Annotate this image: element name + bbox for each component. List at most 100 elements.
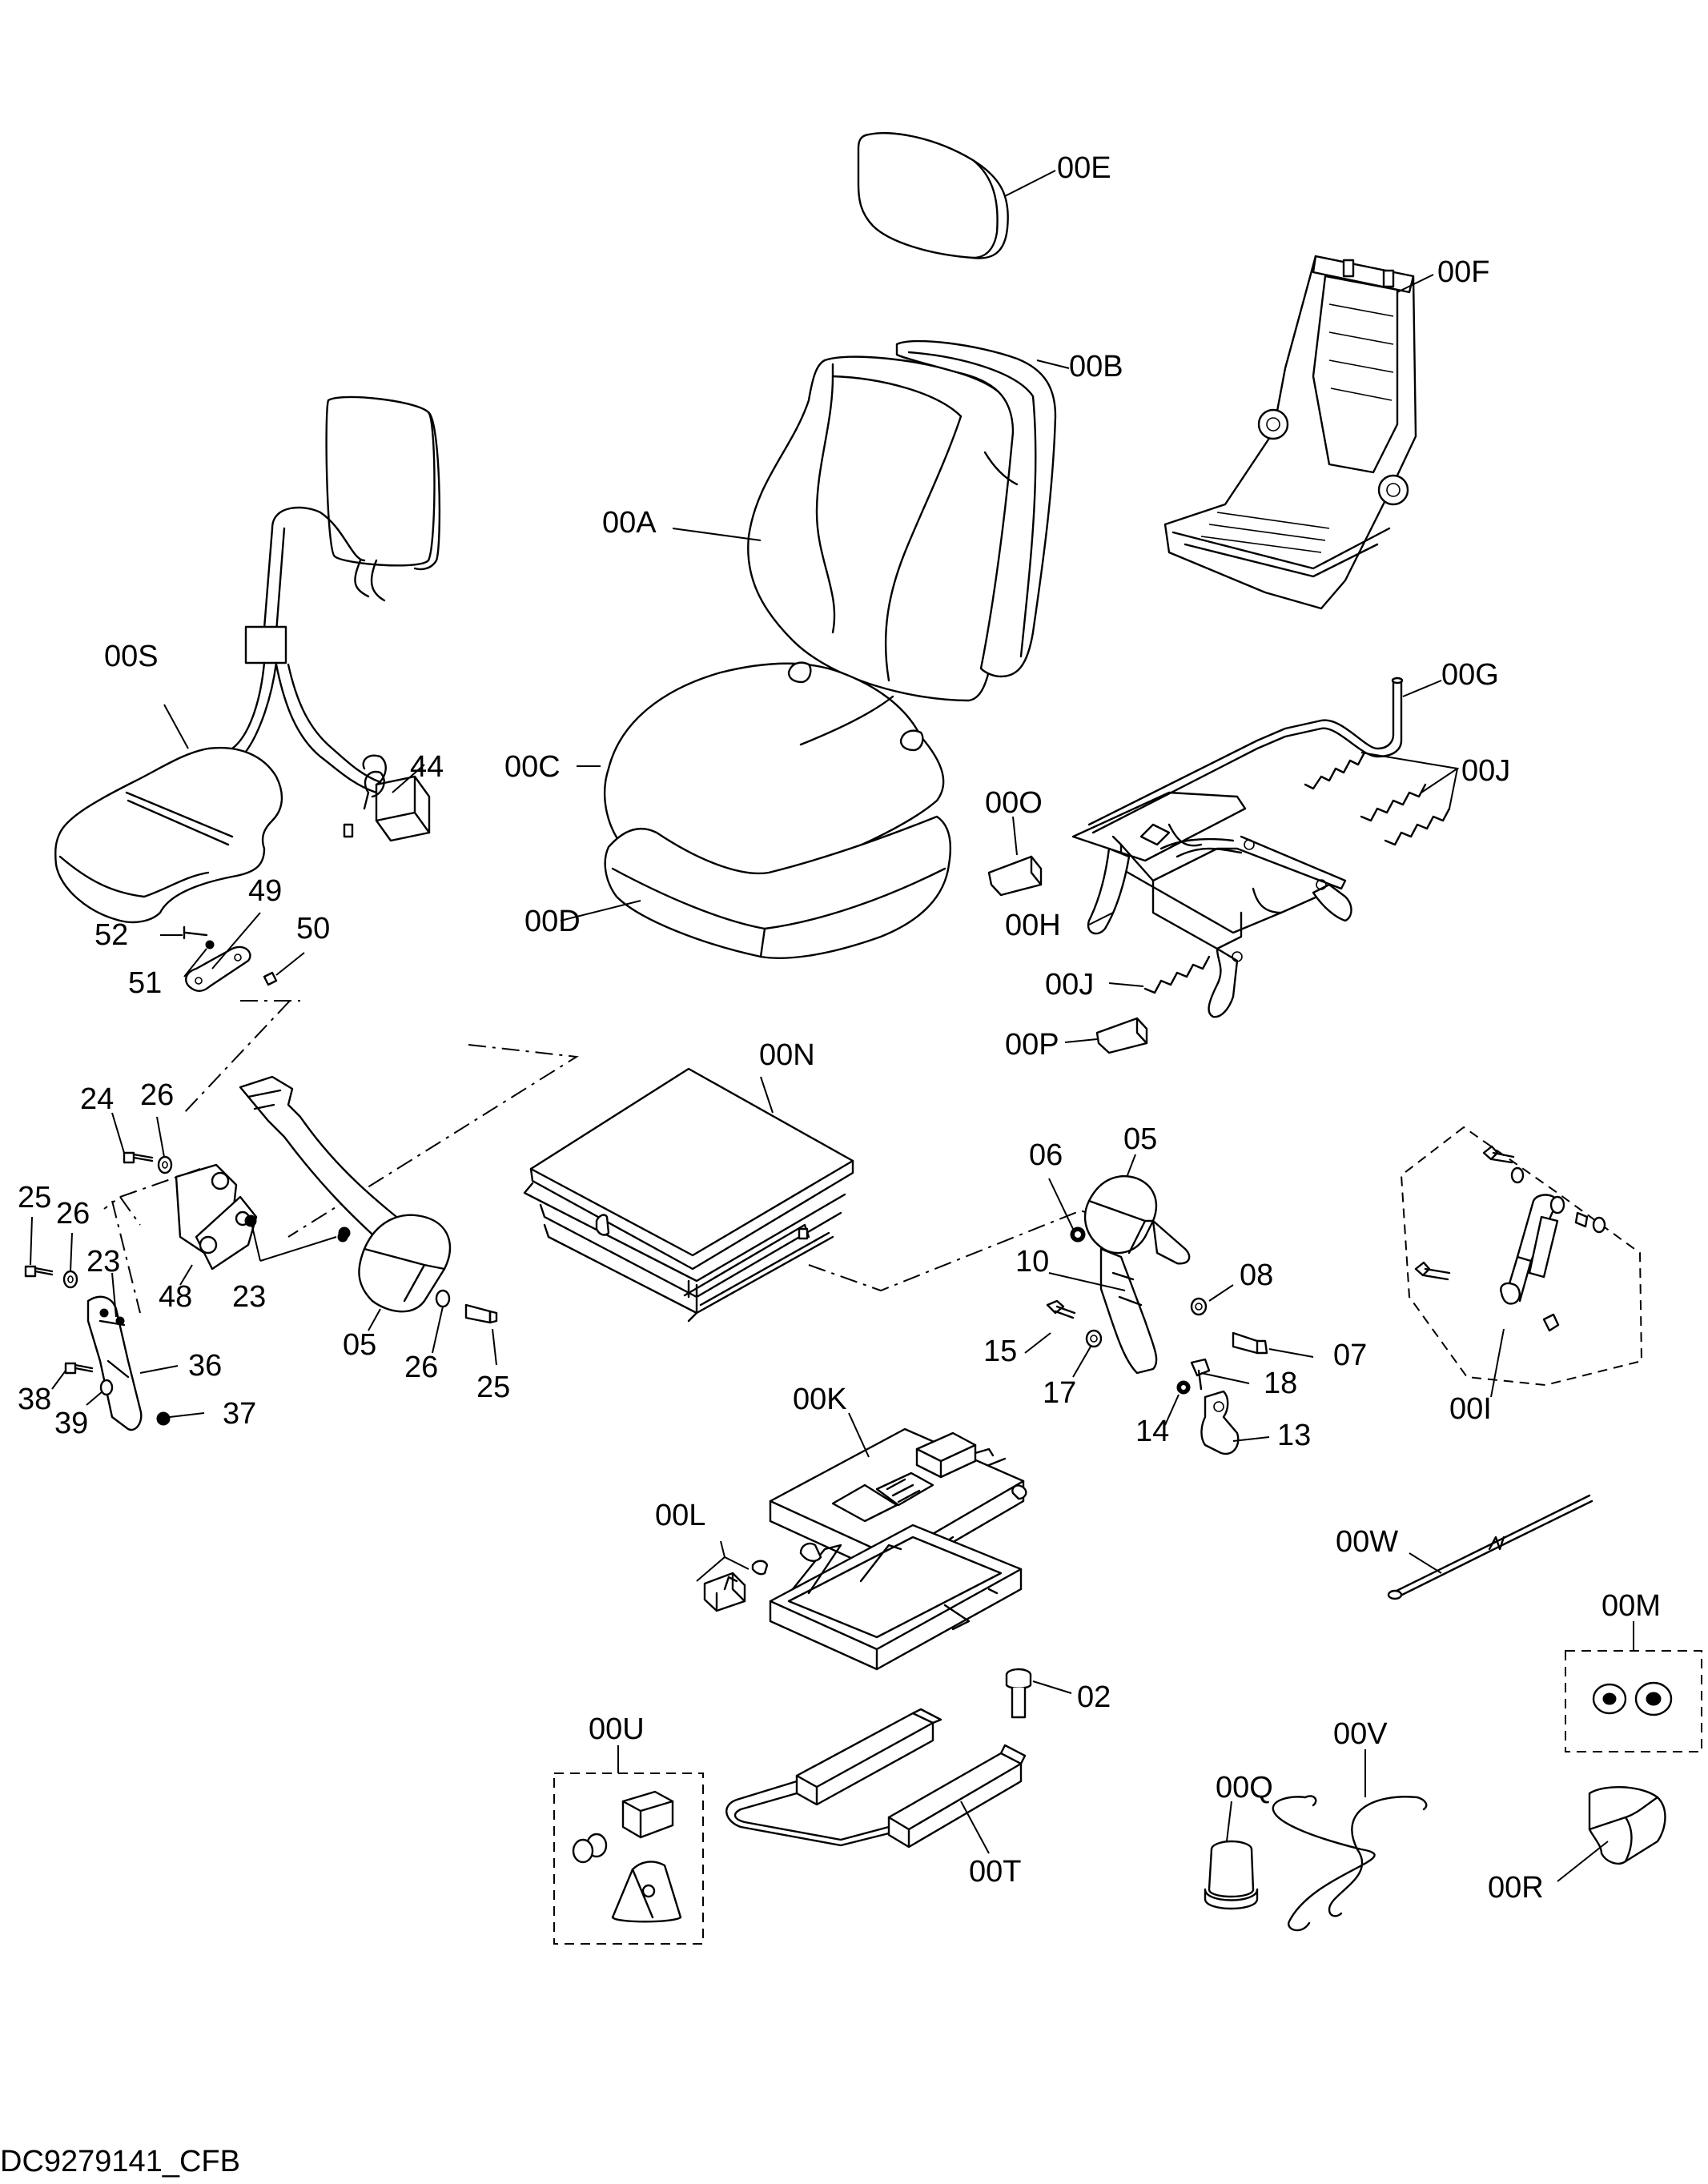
label-50: 50 (296, 912, 330, 945)
rod-00G (1087, 676, 1442, 834)
anchor-plate-49 (185, 912, 261, 993)
backrest-cushion-00A (747, 355, 1019, 702)
washer-26-upper (156, 1116, 173, 1174)
clamp-44 (363, 764, 425, 810)
bolt-25-lower-left (24, 1216, 54, 1278)
assembly-line-lower-left (111, 1200, 141, 1314)
label-07: 07 (1333, 1339, 1367, 1372)
label-49: 49 (248, 874, 282, 908)
seat-frame-00F (1163, 255, 1434, 610)
washer-51 (183, 940, 215, 978)
bolt-52 (160, 925, 208, 940)
label-00E: 00E (1057, 151, 1111, 185)
bolt-02 (1005, 1668, 1072, 1719)
label-36: 36 (188, 1349, 222, 1383)
label-00L: 00L (655, 1499, 705, 1532)
frame-00H (1071, 791, 1352, 1018)
bolt-18 (1190, 1358, 1250, 1391)
label-00F: 00F (1437, 255, 1489, 289)
label-00M: 00M (1602, 1589, 1661, 1623)
label-02: 02 (1077, 1680, 1111, 1714)
bracket-48 (175, 1163, 258, 1286)
springs-00J (1304, 751, 1460, 846)
washer-08 (1190, 1284, 1234, 1316)
label-18: 18 (1264, 1367, 1297, 1400)
nuts-23 (244, 1214, 351, 1262)
wire-00W (1387, 1494, 1593, 1600)
label-00O: 00O (985, 786, 1043, 820)
bushing-00Q (1204, 1801, 1259, 1910)
label-00D: 00D (524, 905, 581, 938)
label-39: 39 (54, 1407, 88, 1440)
bolt-07 (1232, 1331, 1314, 1358)
label-38: 38 (18, 1383, 51, 1416)
label-00G: 00G (1441, 658, 1499, 692)
assembly-line-left (183, 1000, 579, 1238)
label-00U: 00U (589, 1712, 645, 1746)
label-00V: 00V (1333, 1717, 1388, 1751)
bolt-24 (111, 1112, 154, 1164)
bracket-36 (86, 1272, 179, 1431)
bolt-15 (1024, 1299, 1076, 1354)
bracket-13 (1200, 1390, 1270, 1455)
label-26-left: 26 (56, 1197, 90, 1231)
assembly-line-anchor (103, 1168, 201, 1226)
suspension-00N (523, 1067, 854, 1323)
label-00I: 00I (1449, 1392, 1492, 1426)
leader-00A (672, 528, 762, 541)
label-00H: 00H (1005, 909, 1061, 942)
armrest-00S (54, 395, 441, 924)
mechanical-suspension-00K (769, 1412, 1027, 1671)
headrest-00E (857, 132, 1056, 259)
label-14: 14 (1135, 1415, 1169, 1448)
label-00J-mid: 00J (1045, 968, 1094, 1002)
seatbelt-right-05 (1083, 1154, 1191, 1375)
kit-00U (553, 1745, 704, 1945)
cable-00V (1272, 1749, 1428, 1932)
backrest-cover-00B (895, 339, 1070, 678)
handle-00P (1064, 1017, 1148, 1054)
washer-26-lower-left (62, 1232, 78, 1289)
label-44: 44 (410, 750, 444, 784)
bolt-38 (51, 1362, 94, 1390)
label-00W: 00W (1336, 1525, 1398, 1559)
shock-absorber-00I (1400, 1126, 1643, 1398)
seat-base-cushion-00D (560, 815, 952, 959)
label-00P: 00P (1005, 1028, 1059, 1062)
label-00A: 00A (602, 506, 657, 540)
label-10: 10 (1015, 1245, 1049, 1279)
label-17: 17 (1043, 1376, 1076, 1410)
seat-cushion-00C (577, 661, 945, 884)
label-37: 37 (223, 1397, 256, 1431)
label-24: 24 (80, 1082, 114, 1116)
label-23-left: 23 (86, 1245, 120, 1279)
bolt-25-lower (464, 1303, 498, 1366)
label-26-lower: 26 (404, 1351, 438, 1384)
anchor-10 (1048, 1272, 1126, 1291)
nut-37 (156, 1411, 205, 1426)
label-00J-top: 00J (1461, 754, 1510, 788)
handle-00O (987, 816, 1043, 897)
lever-00L (696, 1540, 769, 1612)
label-00R: 00R (1488, 1871, 1544, 1905)
callout-labels: 00E 00F 00B 00A 00S 00C 00G 00J 44 00O 0… (18, 151, 1661, 1905)
label-06: 06 (1029, 1138, 1063, 1172)
knob-00R (1557, 1786, 1666, 1882)
label-00C: 00C (504, 750, 561, 784)
label-25-upper-left: 25 (18, 1181, 51, 1214)
nut-06 (1048, 1178, 1086, 1243)
bearings-00M (1565, 1621, 1702, 1752)
washer-26-lower (432, 1289, 451, 1354)
nut-14 (1164, 1380, 1191, 1426)
label-00K: 00K (793, 1383, 847, 1416)
label-23-center: 23 (232, 1280, 266, 1314)
label-00N: 00N (759, 1038, 815, 1072)
document-id: DC9279141_CFB (0, 2145, 240, 2178)
label-00T: 00T (969, 1855, 1021, 1889)
label-52: 52 (94, 918, 128, 952)
label-00B: 00B (1069, 350, 1123, 383)
label-05-left: 05 (343, 1328, 376, 1362)
spring-00J-lower (1108, 955, 1211, 994)
label-26-upper: 26 (140, 1078, 174, 1112)
